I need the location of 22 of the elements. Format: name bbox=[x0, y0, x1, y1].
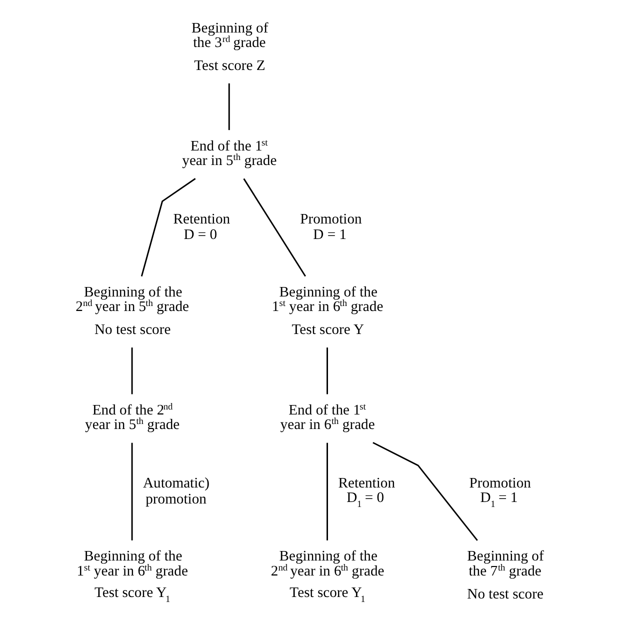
node-text: End of the 1$^{st}$ year in 6$^{th}$ grade bbox=[280, 402, 375, 434]
connector bbox=[326, 348, 328, 394]
node-text: Beginning of the 2$^{nd}$ year in 6$^{th}$ grade Test score Y$_{1}$ bbox=[270, 548, 384, 606]
connector bbox=[131, 442, 133, 540]
node-text: Beginning of the 3$^{rd}$ grade Test score Z bbox=[192, 20, 268, 74]
edge-label: Automatic) promotion bbox=[143, 476, 210, 508]
connector bbox=[140, 178, 196, 276]
node-text: Beginning of the 7$^{th}$ grade No test score bbox=[467, 548, 544, 602]
edge-label: Promotion D = 1 bbox=[300, 211, 362, 244]
edge-label: Promotion D$_{1}$ = 1 bbox=[469, 476, 531, 510]
node-text: End of the 1$^{st}$ year in 5$^{th}$ grade bbox=[182, 138, 277, 169]
edge-label: Retention D$_{1}$ = 0 bbox=[338, 476, 396, 510]
connector bbox=[372, 442, 478, 541]
edge-label: Retention D = 0 bbox=[173, 211, 230, 244]
node-text: Beginning of the 1$^{st}$ year in 6$^{th}$ grade Test score Y$_{1}$ bbox=[76, 548, 188, 606]
node-text: Beginning of the 2$^{nd}$ year in 5$^{th}$ grade No test score bbox=[76, 284, 190, 338]
connector bbox=[228, 83, 230, 130]
node-text: Beginning of the 1$^{st}$ year in 6$^{th}$ grade Test score Y bbox=[272, 284, 384, 338]
connector bbox=[131, 348, 133, 394]
connector bbox=[243, 178, 306, 277]
node-text: End of the 2$^{nd}$ year in 5$^{th}$ grade bbox=[85, 402, 180, 434]
connector bbox=[326, 442, 328, 540]
